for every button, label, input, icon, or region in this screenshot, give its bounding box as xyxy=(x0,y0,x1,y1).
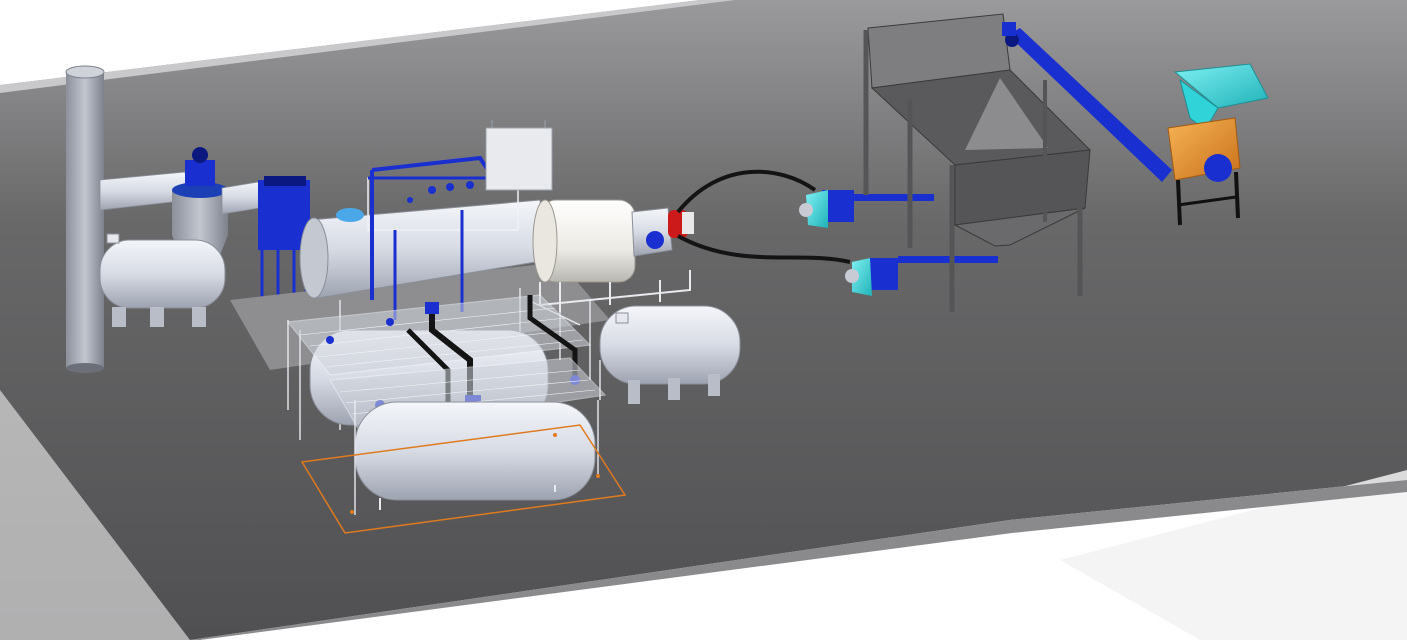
feed-pump-lower xyxy=(845,256,998,296)
shredder xyxy=(1167,63,1269,226)
feed-pump-upper xyxy=(799,190,934,228)
screw-conveyor xyxy=(1002,22,1172,182)
burner-furnace xyxy=(532,199,694,312)
oil-storage-tank-3 xyxy=(599,305,741,404)
feed-hopper xyxy=(863,13,1092,312)
left-horizontal-tank xyxy=(99,233,226,327)
chimney xyxy=(65,65,105,373)
feed-hoses xyxy=(676,169,851,264)
selection-outline[interactable] xyxy=(300,424,627,534)
oil-storage-tank-2 xyxy=(354,400,599,515)
